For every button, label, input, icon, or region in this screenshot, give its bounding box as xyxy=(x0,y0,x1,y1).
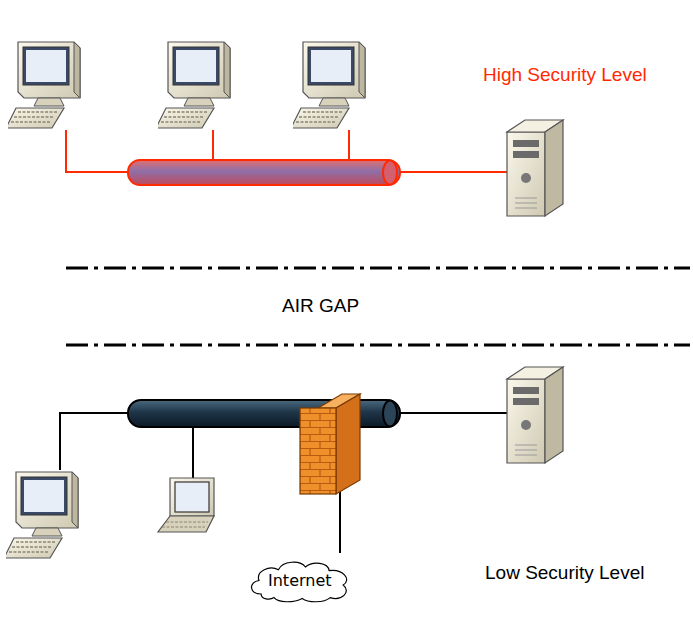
cloud-label: Internet xyxy=(268,571,332,590)
zone-label: Low Security Level xyxy=(485,562,644,584)
air-gap-label: AIR GAP xyxy=(282,295,359,317)
internet-cloud: Internet xyxy=(246,558,354,603)
zone-label: High Security Level xyxy=(483,64,647,86)
